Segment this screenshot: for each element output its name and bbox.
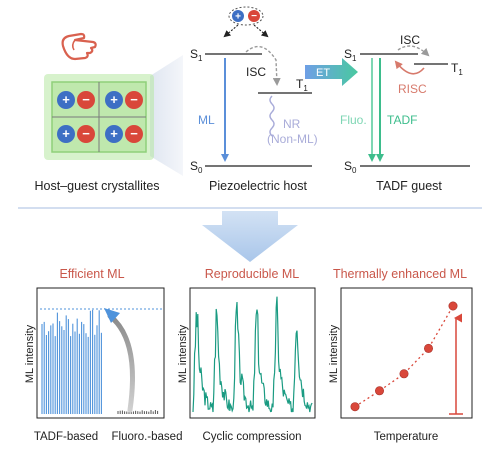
thermal-data-point — [448, 301, 458, 311]
plus-ion-icon — [232, 10, 244, 22]
thermal-trend-line — [354, 305, 454, 408]
host-guest-label: Host–guest crystallites — [34, 179, 159, 193]
tadf-s1-label: S1 — [344, 47, 357, 63]
reproducible-ml-xlabel: Cyclic compression — [202, 431, 301, 443]
tadf-t1-label: T1 — [451, 61, 463, 77]
et-label: ET — [316, 67, 330, 79]
reproducible-ml-panel: Reproducible ML ML intensity Cyclic comp… — [177, 267, 316, 443]
plus-sign-icon: + — [110, 126, 118, 141]
efficient-ml-panel: Efficient ML ML intensity TADF-based Flu… — [24, 267, 182, 443]
non-ml-label: (Non-ML) — [267, 132, 318, 146]
minus-ion-icon — [125, 91, 143, 109]
nr-wavy-arrow — [269, 95, 275, 137]
thermal-ml-ylabel: ML intensity — [328, 324, 340, 383]
minus-sign-icon: − — [130, 92, 138, 107]
plus-sign-icon: + — [110, 92, 118, 107]
host-guest-panel: +−+−+−+− Host–guest crystallites — [34, 32, 183, 193]
pointing-hand-icon — [61, 32, 97, 61]
reproducible-ml-frame — [189, 287, 316, 419]
dipole-ions: +−+−+−+− — [57, 91, 143, 143]
thermal-data-point — [350, 402, 360, 412]
minus-sign-icon: − — [82, 92, 90, 107]
plus-sign-icon: + — [62, 92, 70, 107]
minus-ion-icon — [125, 125, 143, 143]
tadf-guest-diagram: S1 ISC T1 RISC Fluo. TADF S0 TADF guest — [340, 33, 470, 193]
svg-text:+: + — [235, 12, 241, 23]
minus-ion-icon — [248, 10, 260, 22]
tadf-isc-arrow — [397, 45, 430, 57]
thermal-data-point — [399, 369, 409, 379]
zoom-cone — [150, 55, 183, 176]
minus-sign-icon: − — [82, 126, 90, 141]
tadf-ml-signal — [41, 309, 102, 414]
plus-sign-icon: + — [62, 126, 70, 141]
svg-text:−: − — [251, 11, 257, 22]
plus-ion-icon — [105, 125, 123, 143]
efficient-ml-frame — [36, 287, 165, 419]
efficient-ml-xlabel-left: TADF-based — [34, 431, 98, 443]
thermal-ml-title: Thermally enhanced ML — [333, 267, 467, 281]
ml-label: ML — [198, 113, 215, 127]
risc-arrow — [394, 60, 425, 75]
thermal-ml-panel: Thermally enhanced ML ML intensity Tempe… — [328, 267, 473, 443]
enhancement-arrowhead — [104, 308, 120, 323]
risc-label: RISC — [398, 82, 427, 96]
minus-ion-icon — [77, 91, 95, 109]
reproducible-ml-title: Reproducible ML — [205, 267, 300, 281]
piezo-caption: Piezoelectric host — [209, 179, 307, 193]
plus-ion-icon — [57, 125, 75, 143]
minus-sign-icon: − — [130, 126, 138, 141]
tadf-s0-label: S0 — [344, 159, 357, 175]
efficient-ml-ylabel: ML intensity — [24, 324, 36, 383]
et-arrow: ET — [305, 58, 358, 86]
efficient-ml-title: Efficient ML — [59, 267, 124, 281]
thermal-ml-xlabel: Temperature — [374, 431, 439, 443]
piezo-t1-label: T1 — [296, 77, 308, 93]
piezo-host-diagram: + − S1 ISC T1 ML NR (Non-ML) S0 Piezoele… — [190, 6, 318, 193]
thermal-ml-frame — [340, 287, 473, 419]
piezo-isc-arrow — [245, 45, 281, 86]
fluo-label: Fluo. — [340, 113, 367, 127]
fluoro-ml-signal — [117, 409, 159, 414]
thermal-data-point — [423, 343, 433, 353]
plus-ion-icon — [57, 91, 75, 109]
thermal-data-point — [374, 386, 384, 396]
enhancement-curve-arrow — [107, 313, 135, 413]
tadf-label: TADF — [387, 113, 417, 127]
reproducible-ml-ylabel: ML intensity — [177, 324, 189, 383]
down-arrow-icon — [202, 211, 298, 262]
tadf-isc-label: ISC — [400, 33, 420, 47]
efficient-ml-xlabel-right: Fluoro.-based — [112, 431, 183, 443]
tadf-caption: TADF guest — [376, 179, 442, 193]
minus-ion-icon — [77, 125, 95, 143]
piezo-s0-label: S0 — [190, 159, 203, 175]
dipole-pair-outline — [228, 6, 264, 26]
plus-ion-icon — [105, 91, 123, 109]
piezo-s1-label: S1 — [190, 47, 203, 63]
cyclic-ml-trace — [192, 296, 313, 413]
thermal-ml-points — [350, 301, 463, 415]
nr-label: NR — [283, 117, 301, 131]
piezo-isc-label: ISC — [246, 65, 266, 79]
